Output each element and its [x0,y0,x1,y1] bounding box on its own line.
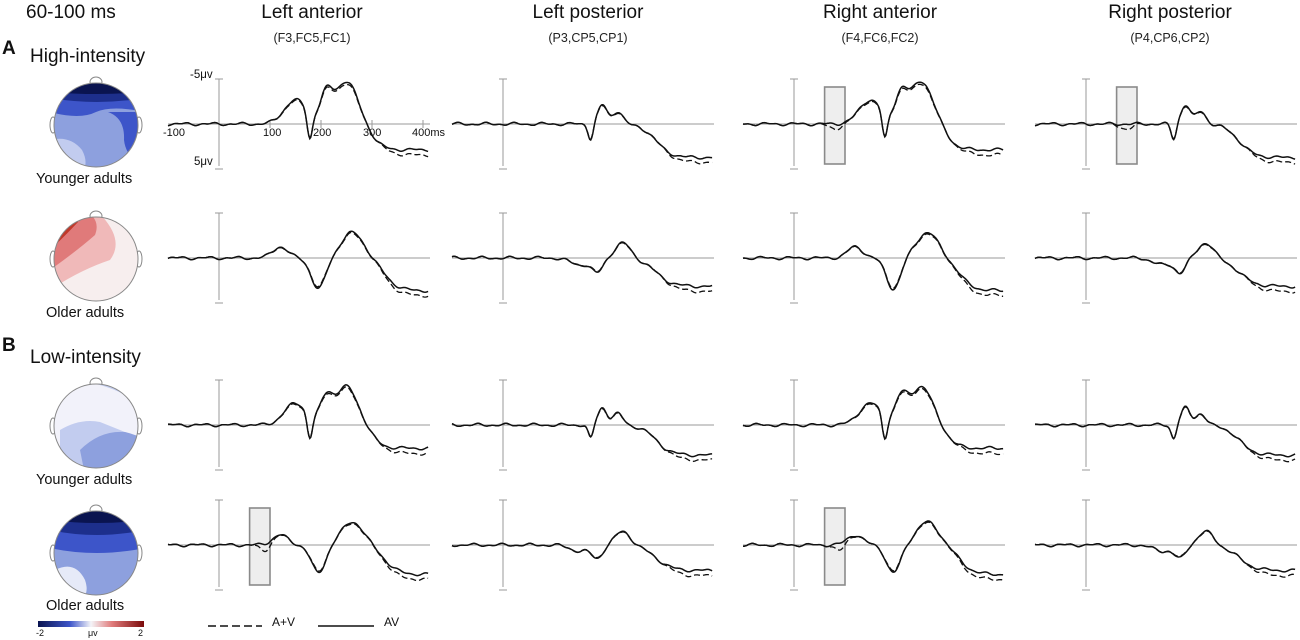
group-label-younger-low: Younger adults [36,472,133,488]
waveform-a-plus-v [742,387,1004,456]
waveform-av [167,521,429,577]
waveform-a-plus-v [167,231,429,298]
waveform-av [451,241,713,289]
time-window-label: 60-100 ms [26,2,116,23]
waveform-a-plus-v [167,523,429,582]
waveform-a-plus-v [1035,406,1296,463]
x-tick-label: 400ms [412,127,446,139]
colorbar-unit-label: μv [88,628,98,638]
waveform-a-plus-v [451,408,713,463]
waveform-av [167,81,429,153]
waveform-av [743,520,1004,577]
highlight-window-60-100ms [248,507,271,586]
topomap-older-high [49,210,143,302]
waveform-a-plus-v [168,386,429,456]
column-electrodes-left-anterior: (F3,FC5,FC1) [273,31,351,45]
x-tick-label: 300 [363,127,382,139]
waveform-av [1034,105,1296,160]
group-label-older-low: Older adults [46,598,125,614]
column-title-left-posterior: Left posterior [532,2,644,23]
group-label-younger-high: Younger adults [36,171,133,187]
panel-label-low-intensity: Low-intensity [30,347,141,368]
erp-traces-layer [167,81,1296,582]
topomap-younger-low [49,377,143,469]
legend-label-solid: AV [384,615,400,629]
waveform-a-plus-v [1034,243,1296,294]
column-title-right-posterior: Right posterior [1108,2,1232,23]
waveform-av [1035,405,1296,458]
waveform-a-plus-v [167,83,429,158]
colorbar-max-label: 2 [138,628,144,638]
legend-label-dashed: A+V [272,615,296,629]
y-axis-top-label: -5μv [190,69,213,81]
y-axis-bottom-label: 5μv [194,156,213,168]
waveform-av [1034,529,1296,573]
waveform-av [168,384,429,451]
waveform-a-plus-v [1034,530,1296,578]
waveform-av [742,231,1004,293]
waveform-av [451,103,713,160]
column-electrodes-right-anterior: (F4,FC6,FC2) [841,31,919,45]
waveform-a-plus-v [742,233,1004,297]
highlight-window-layer [248,86,1138,586]
highlight-window-60-100ms [823,86,846,165]
waveform-a-plus-v [742,83,1004,157]
colorbar-min-label: -2 [36,628,45,638]
column-electrodes-right-posterior: (P4,CP6,CP2) [1130,31,1210,45]
column-electrodes-left-posterior: (P3,CP5,CP1) [548,31,628,45]
topomap-older-low [49,504,143,596]
waveform-av [1034,242,1296,289]
waveform-av [742,81,1004,152]
waveform-av [451,407,713,458]
waveform-av [167,230,429,293]
waveform-av [742,385,1004,450]
panel-label-high-intensity: High-intensity [30,46,146,67]
waveform-a-plus-v [451,242,713,294]
column-title-left-anterior: Left anterior [261,2,363,23]
column-title-right-anterior: Right anterior [822,2,938,23]
waveform-a-plus-v [743,521,1004,581]
colorbar [38,621,144,627]
topomap-younger-high [49,76,143,168]
waveform-a-plus-v [1034,106,1296,165]
x-tick-label: 100 [263,127,282,139]
panel-letter-a: A [2,38,16,59]
group-label-older-high: Older adults [46,305,125,321]
waveform-av [451,530,713,573]
x-tick-label: 200 [313,127,332,139]
waveform-a-plus-v [451,531,713,578]
panel-letter-b: B [2,335,16,356]
x-tick-label: -100 [163,127,186,139]
